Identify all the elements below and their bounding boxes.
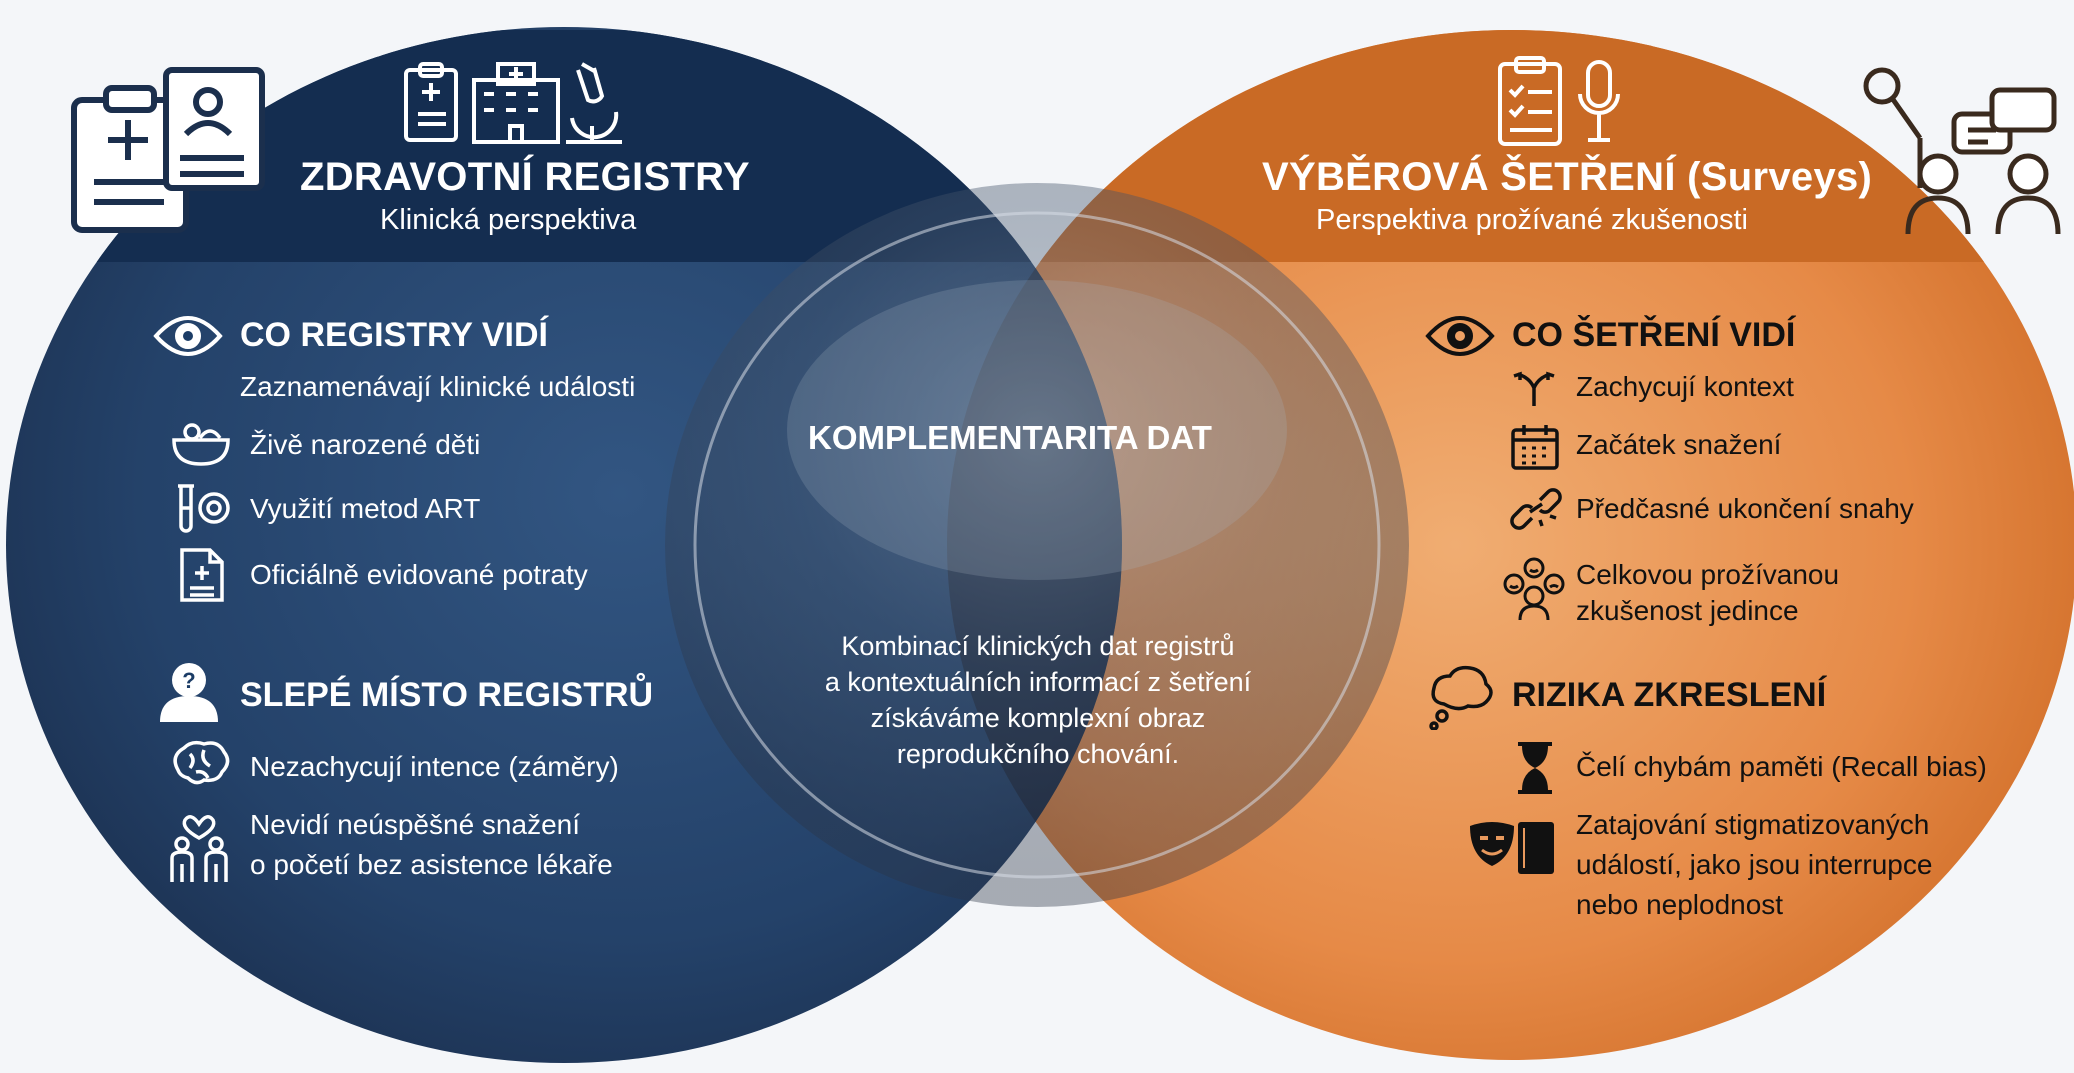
person-question-icon: ? xyxy=(158,660,220,722)
left-blind-item: Nezachycují intence (záměry) xyxy=(250,751,619,782)
hospital-icons xyxy=(402,58,632,148)
left-sees-item: Živě narozené děti xyxy=(250,429,481,460)
right-risks-item: Zatajování stigmatizovaných xyxy=(1576,809,1930,840)
right-sees-item: Zachycují kontext xyxy=(1576,371,1794,402)
clipboard-doctor-icon xyxy=(68,62,268,237)
left-title: ZDRAVOTNÍ REGISTRY xyxy=(300,155,750,199)
broken-link-icon xyxy=(1510,484,1562,534)
left-sees-item: Oficiálně evidované potraty xyxy=(250,559,588,590)
left-subtitle: Klinická perspektiva xyxy=(380,204,637,236)
calendar-icon xyxy=(1510,422,1560,472)
right-title: VÝBĚROVÁ ŠETŘENÍ (Surveys) xyxy=(1262,155,1873,199)
right-risks-item: událostí, jako jsou interrupce xyxy=(1576,849,1933,880)
left-blind-item: Nevidí neúspěšné snažení xyxy=(250,809,580,840)
test-tube-icon xyxy=(170,482,232,534)
svg-text:?: ? xyxy=(182,668,195,693)
brain-icon xyxy=(168,740,230,790)
branch-icon xyxy=(1512,364,1556,408)
right-risks-heading: RIZIKA ZKRESLENÍ xyxy=(1512,676,1827,714)
left-blind-item: o početí bez asistence lékaře xyxy=(250,849,613,880)
right-sees-item: Předčasné ukončení snahy xyxy=(1576,493,1914,524)
right-risks-item: nebo neplodnost xyxy=(1576,889,1784,920)
right-sees-heading: CO ŠETŘENÍ VIDÍ xyxy=(1512,316,1796,354)
medical-document-icon xyxy=(178,546,226,604)
right-risks-item: Čelí chybám paměti (Recall bias) xyxy=(1576,751,1987,782)
center-circle xyxy=(665,183,1409,907)
left-sees-item: Využití metod ART xyxy=(250,493,481,524)
emotions-icon xyxy=(1500,556,1568,622)
left-blind-heading: SLEPÉ MÍSTO REGISTRŮ xyxy=(240,676,654,714)
left-sees-intro: Zaznamenávají klinické události xyxy=(240,371,636,402)
right-sees-item: zkušenost jedince xyxy=(1576,595,1799,626)
hourglass-icon xyxy=(1514,740,1556,796)
center-line: reprodukčního chování. xyxy=(896,739,1180,769)
center-text: Kombinací klinických dat registrů a kont… xyxy=(768,628,1308,772)
mask-book-icon xyxy=(1466,818,1558,878)
right-subtitle: Perspektiva prožívané zkušenosti xyxy=(1316,204,1748,236)
eye-icon xyxy=(1424,314,1496,358)
checklist-microphone-icon xyxy=(1496,54,1626,148)
right-sees-item: Celkovou prožívanou xyxy=(1576,559,1840,590)
eye-icon xyxy=(152,314,224,358)
center-line: a kontextuálních informací z šetření xyxy=(824,667,1252,697)
right-sees-item: Začátek snažení xyxy=(1576,429,1782,460)
center-title: KOMPLEMENTARITA DAT xyxy=(808,419,1212,456)
baby-cradle-icon xyxy=(170,418,232,468)
center-line: získáváme komplexní obraz xyxy=(870,703,1206,733)
left-sees-heading: CO REGISTRY VIDÍ xyxy=(240,316,548,354)
thought-cloud-icon xyxy=(1428,664,1500,730)
interview-people-icon xyxy=(1858,64,2068,244)
center-line: Kombinací klinických dat registrů xyxy=(841,631,1235,661)
couple-heart-icon xyxy=(166,806,232,884)
